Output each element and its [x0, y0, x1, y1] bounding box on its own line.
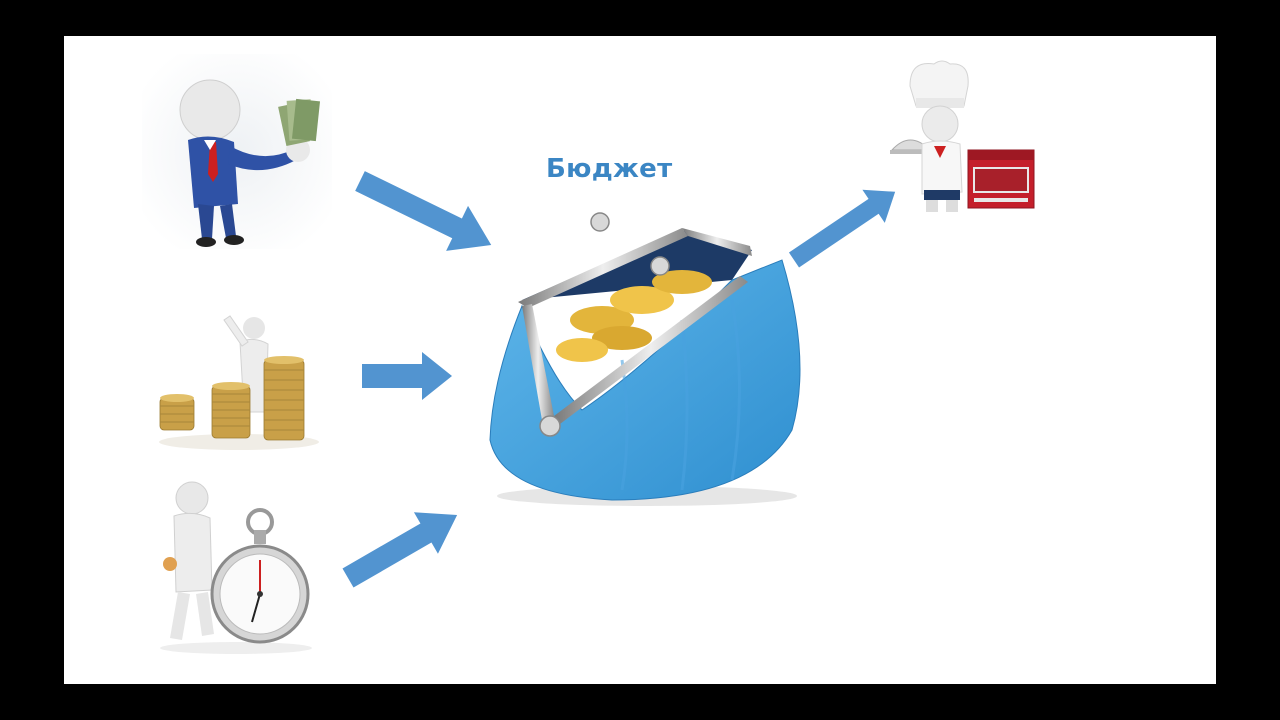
purse-with-gold-coins-icon: [489, 212, 801, 506]
chef-with-stove-icon: [890, 60, 1035, 212]
arrow-income-1: [342, 171, 896, 588]
arrow-from-salary: [355, 171, 492, 251]
businessman-with-money-icon: [142, 54, 332, 249]
slide: Бюджет: [64, 36, 1216, 684]
arrow-from-time: [342, 512, 458, 588]
person-with-coin-stacks-icon: [159, 315, 319, 450]
budget-title: Бюджет: [546, 154, 673, 184]
arrow-to-expenses: [788, 189, 896, 268]
arrow-from-savings: [362, 352, 452, 400]
person-with-stopwatch-icon: [160, 481, 312, 654]
